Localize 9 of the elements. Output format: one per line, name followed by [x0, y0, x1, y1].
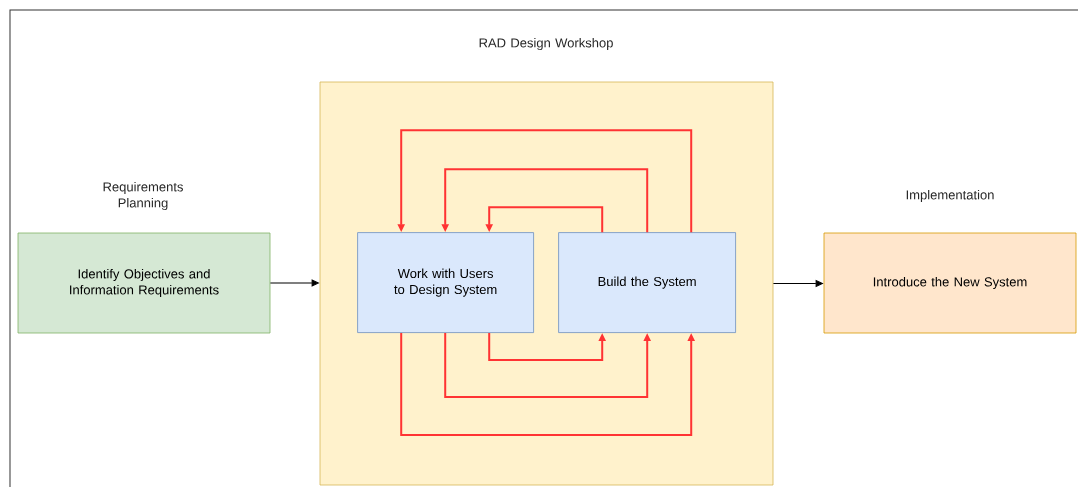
process-box: Identify Objectives and Information Requirements [17, 232, 271, 334]
heading-text: Requirements Planning [103, 181, 183, 211]
heading-text: RAD Design Workshop [479, 37, 613, 51]
heading-text: Implementation [906, 189, 994, 203]
arrow [772, 280, 823, 287]
arrow [269, 279, 319, 287]
process-box: Build the System [558, 232, 736, 333]
process-box: Work with Users to Design System [357, 232, 534, 333]
process-box: Introduce the New System [823, 232, 1077, 334]
